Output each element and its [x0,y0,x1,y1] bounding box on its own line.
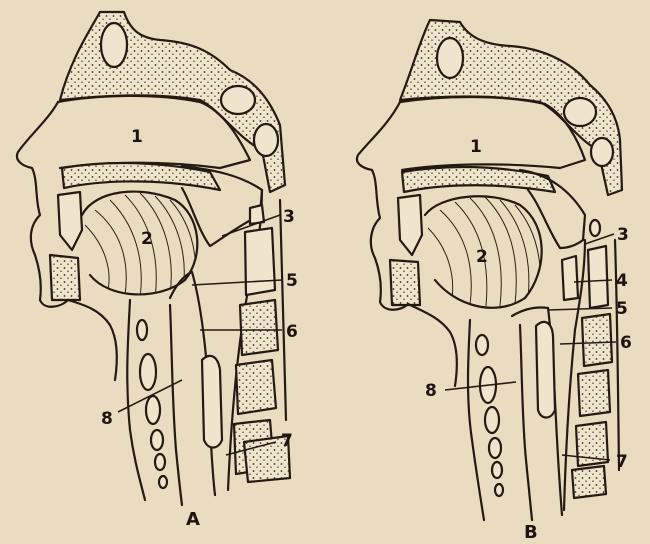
sinus-cavity-a1 [101,23,127,67]
label-larynx-a: 8 [101,409,113,429]
esophagus-a [202,356,222,448]
epiglottis-b [512,307,548,316]
neck-front-b [408,304,457,386]
label-esophagus-b: 7 [616,452,628,472]
label-epiglottis-a: 5 [286,271,298,291]
label-soft-palate-b: 3 [617,225,629,245]
sinus-cavity-a2 [221,86,255,114]
neck-front-a [68,300,117,380]
sinus-cavity-b1 [437,38,463,78]
label-epiglottis-b: 5 [616,299,628,319]
esophagus-b [536,322,555,418]
panel-b [357,20,622,520]
label-nasal-cavity-a: 1 [131,127,143,147]
laryngeal-cartilages-a [137,320,167,488]
upper-teeth-b [398,195,422,255]
sinus-cavity-b3 [591,138,613,166]
label-nasal-cavity-b: 1 [470,137,482,157]
trachea-back-a [170,305,182,505]
sinus-cavity-a3 [254,124,278,156]
sinus-cavity-b2 [564,98,596,126]
laryngeal-cartilages-b [476,335,503,496]
upper-teeth-a [58,192,82,250]
label-esophagus-a: 7 [281,431,293,451]
label-tongue-b: 2 [476,247,488,267]
panel-b-caption: B [524,522,538,543]
label-tongue-a: 2 [141,229,153,249]
label-soft-palate-a: 3 [283,207,295,227]
label-pharynx-b: 6 [620,333,632,353]
trachea-back-b [520,325,532,520]
panel-a-caption: A [186,509,200,530]
label-pharynx-a: 6 [286,322,298,342]
panel-a [17,12,290,505]
label-larynx-b: 8 [425,381,437,401]
label-structure-4-b: 4 [616,271,628,291]
